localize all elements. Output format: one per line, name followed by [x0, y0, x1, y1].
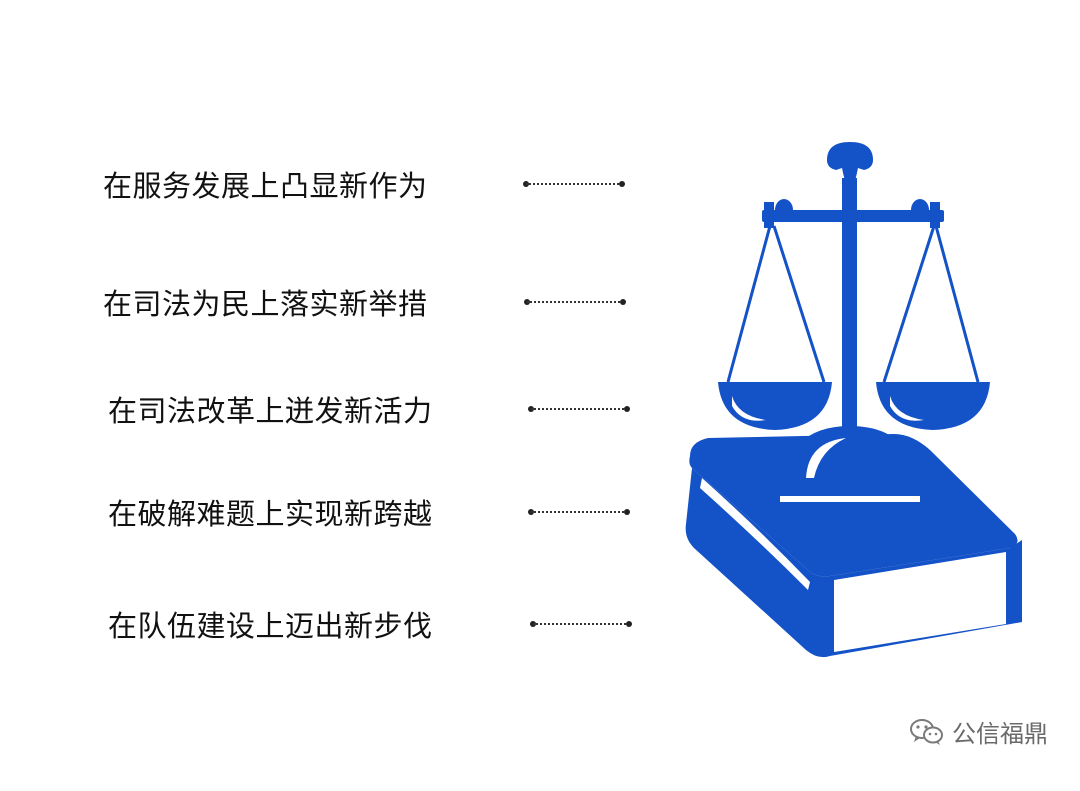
list-item: 在队伍建设上迈出新步伐	[0, 594, 660, 654]
item-label: 在司法为民上落实新举措	[103, 287, 428, 321]
dotted-connector	[528, 508, 630, 516]
dotted-connector	[530, 620, 632, 628]
connector-dot	[626, 621, 632, 627]
connector-dot	[620, 299, 626, 305]
item-label: 在破解难题上实现新跨越	[108, 497, 433, 531]
dotted-connector	[524, 298, 626, 306]
dotted-connector	[523, 180, 625, 188]
scales-of-justice-on-book-icon	[680, 138, 1030, 663]
list-item: 在司法为民上落实新举措	[0, 272, 660, 332]
list-item: 在司法改革上迸发新活力	[0, 379, 660, 439]
item-label: 在服务发展上凸显新作为	[103, 169, 428, 203]
list-item: 在破解难题上实现新跨越	[0, 482, 660, 542]
watermark-text: 公信福鼎	[952, 720, 1048, 748]
connector-line	[531, 511, 627, 513]
item-label: 在司法改革上迸发新活力	[108, 394, 433, 428]
item-label: 在队伍建设上迈出新步伐	[108, 609, 433, 643]
connector-dot	[624, 509, 630, 515]
connector-dot	[624, 406, 630, 412]
connector-line	[526, 183, 622, 185]
connector-line	[527, 301, 623, 303]
connector-dot	[619, 181, 625, 187]
connector-line	[533, 623, 629, 625]
list-item: 在服务发展上凸显新作为	[0, 154, 660, 214]
wechat-icon	[910, 718, 943, 745]
dotted-connector	[528, 405, 630, 413]
connector-line	[531, 408, 627, 410]
watermark: 公信福鼎	[910, 714, 1048, 749]
